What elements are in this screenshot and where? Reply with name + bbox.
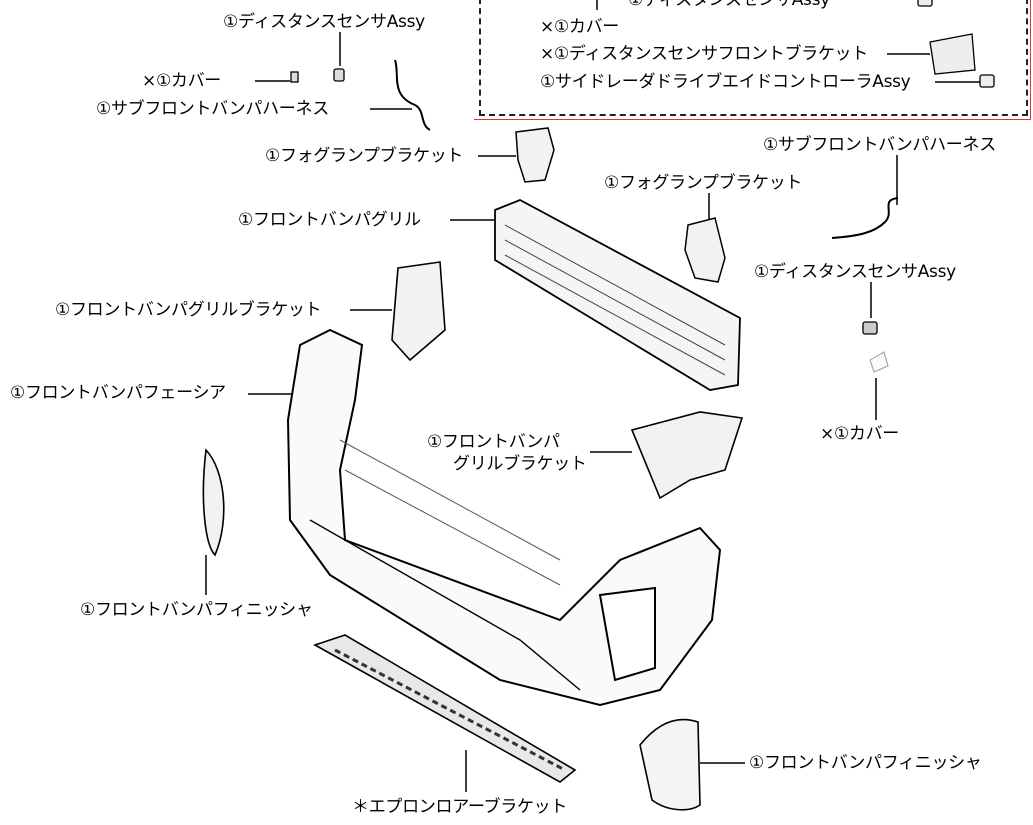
sub-harness-left-label: ①サブフロントバンパハーネス (96, 99, 329, 119)
inset-distance-sensor-label: ①ディスタンスセンサAssy (628, 0, 830, 10)
cover-right-label: ×①カバー (820, 424, 899, 444)
finisher-right-part (639, 718, 701, 811)
inset-sensor-part (917, 0, 933, 7)
cover-left-part (290, 71, 299, 83)
apron-bracket-label: ＊エプロンロアーブラケット (352, 797, 568, 817)
sub-harness-right-label: ①サブフロントバンパハーネス (763, 135, 996, 155)
grille-bracket-left-label: ①フロントバンパグリルブラケット (55, 300, 322, 320)
fog-bracket-left-part (515, 127, 555, 183)
grille-bracket-right-label-line2: グリルブラケット (453, 454, 587, 474)
sensor-right-part (862, 321, 878, 335)
harness-left-part (394, 59, 431, 131)
apron-bracket-part (313, 634, 577, 783)
fascia-label: ①フロントバンパフェーシア (10, 383, 226, 403)
bumper-grille-label: ①フロントバンパグリル (238, 210, 421, 230)
finisher-right-label: ①フロントバンパフィニッシャ (749, 753, 982, 773)
grille-bracket-right-part (630, 411, 744, 500)
harness-right-part (831, 197, 899, 239)
inset-controller-part (979, 74, 995, 88)
inset-box (479, 0, 1028, 116)
fog-bracket-right-label: ①フォグランプブラケット (604, 173, 803, 193)
inset-controller-label: ①サイドレーダドライブエイドコントローラAssy (540, 72, 911, 92)
cover-left-label: ×①カバー (142, 71, 221, 91)
fog-bracket-right-part (684, 217, 726, 283)
inset-front-bracket-label: ×①ディスタンスセンサフロントブラケット (540, 44, 868, 64)
inset-cover-label: ×①カバー (540, 17, 619, 37)
grille-part (494, 199, 741, 391)
distance-sensor-left-label: ①ディスタンスセンサAssy (223, 12, 425, 32)
distance-sensor-right-label: ①ディスタンスセンサAssy (754, 262, 956, 282)
inset-frame (474, 0, 1031, 120)
sensor-left-part (333, 68, 345, 82)
finisher-left-label: ①フロントバンパフィニッシャ (80, 600, 313, 620)
grille-bracket-right-label-line1: ①フロントバンパ (427, 432, 560, 452)
inset-front-bracket-part (929, 33, 976, 75)
cover-right-part (869, 351, 889, 373)
fog-bracket-left-label: ①フォグランプブラケット (265, 146, 464, 166)
finisher-left-part (202, 448, 225, 557)
fascia-part (286, 328, 722, 707)
grille-bracket-left-part (391, 261, 446, 362)
